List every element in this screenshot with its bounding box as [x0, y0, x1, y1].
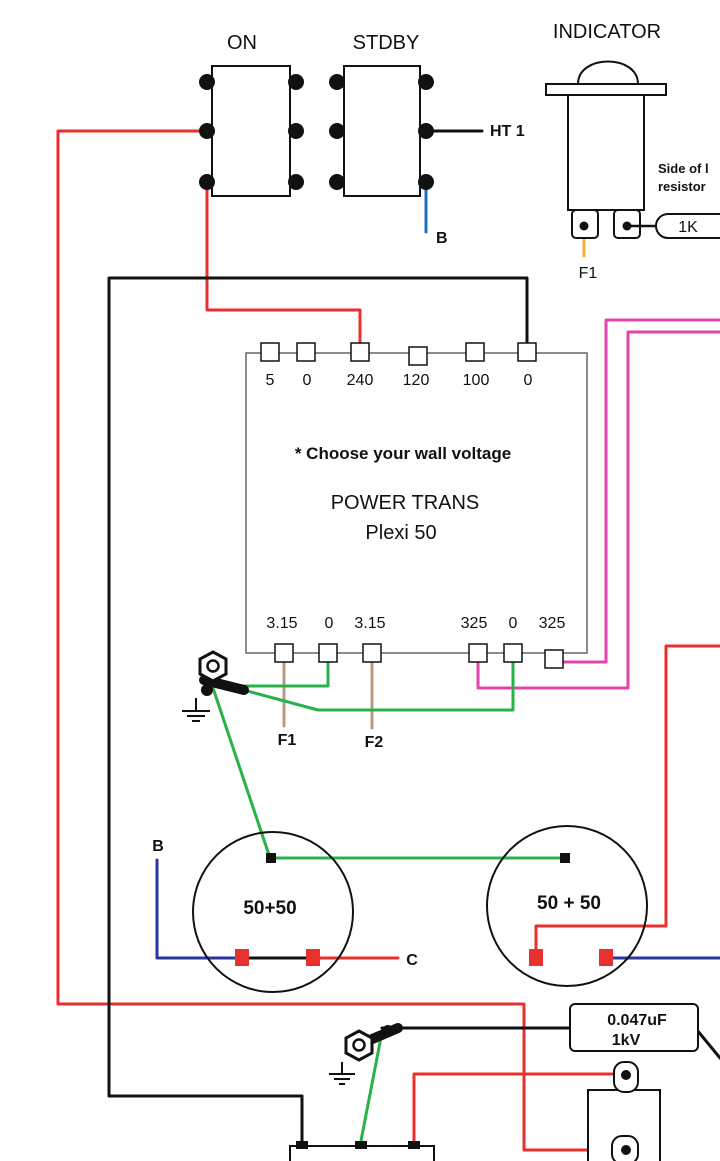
indicator-side-note-1: Side of l: [658, 161, 709, 176]
cap-c-label: C: [406, 952, 418, 969]
indicator-resistor: [627, 213, 720, 239]
indicator-side-note-2: resistor: [658, 179, 706, 194]
ground-lug-upper-icon: [198, 650, 249, 696]
primary-terminals: [260, 342, 537, 366]
transformer-title: POWER TRANS: [331, 492, 480, 514]
primary-tap-0a: 0: [303, 372, 312, 389]
wire-navy-b: [155, 858, 244, 960]
cap-b-label: B: [152, 838, 164, 855]
ground-symbol-lower-icon: [329, 1062, 355, 1085]
cap-right-terminal-1: [529, 949, 543, 966]
filter-cap-right-label: 50 + 50: [537, 893, 601, 914]
secondary-tap-0a: 0: [325, 615, 334, 632]
indicator-lamp: [545, 60, 667, 239]
secondary-tap-325a: 325: [461, 615, 488, 632]
secondary-terminals: [274, 643, 564, 669]
on-switch-label: ON: [227, 32, 257, 54]
secondary-tap-325b: 325: [539, 615, 566, 632]
indicator-f1-label: F1: [579, 265, 598, 282]
film-capacitor: [569, 1003, 699, 1052]
power-transformer: [245, 352, 588, 654]
secondary-tap-3.15b: 3.15: [354, 615, 385, 632]
wire-red-rightcap: [534, 644, 720, 960]
wire-pink-2: [476, 330, 720, 690]
primary-tap-240: 240: [347, 372, 374, 389]
indicator-resistor-value: 1K: [678, 219, 698, 236]
wire-pink-1: [552, 318, 720, 664]
stdby-switch-label: STDBY: [353, 32, 420, 54]
cap-right-terminal-2: [599, 949, 613, 966]
heater-f2-label: F2: [365, 734, 384, 751]
secondary-tap-0b: 0: [509, 615, 518, 632]
transformer-note: * Choose your wall voltage: [295, 444, 511, 463]
filter-cap-right: [486, 825, 648, 987]
wire-red-on-left: [56, 129, 628, 1152]
primary-tap-0b: 0: [524, 372, 533, 389]
primary-tap-120: 120: [403, 372, 430, 389]
wire-black-filmcap-right: [695, 1028, 720, 1060]
wire-green-ht-ct: [234, 656, 515, 712]
stdby-b-label: B: [436, 230, 448, 247]
bottom-terminal-strip: [289, 1141, 435, 1161]
cap-left-terminal-2: [306, 949, 320, 966]
primary-tap-100: 100: [463, 372, 490, 389]
ht1-label: HT 1: [490, 123, 525, 140]
transformer-model: Plexi 50: [365, 522, 436, 544]
cap-left-terminal-1: [235, 949, 249, 966]
on-switch: [199, 65, 304, 197]
indicator-label: INDICATOR: [553, 21, 661, 43]
secondary-tap-3.15a: 3.15: [266, 615, 297, 632]
ground-lug-lower-icon: [344, 1023, 403, 1062]
film-cap-value-1: 0.047uF: [607, 1012, 667, 1029]
filter-cap-left-label: 50+50: [243, 898, 296, 919]
heater-f1-label: F1: [278, 732, 297, 749]
filter-cap-left: [192, 831, 354, 993]
wire-red-on-240: [205, 180, 362, 354]
ground-symbol-upper-icon: [182, 698, 210, 722]
wire-red-lower: [412, 1072, 628, 1150]
primary-tap-5: 5: [266, 372, 275, 389]
wire-green-heater-ct: [230, 656, 330, 688]
wire-green-lower: [358, 1030, 384, 1148]
stdby-switch: [329, 65, 434, 197]
wire-black-loop: [107, 276, 529, 1150]
film-cap-value-2: 1kV: [612, 1032, 641, 1049]
